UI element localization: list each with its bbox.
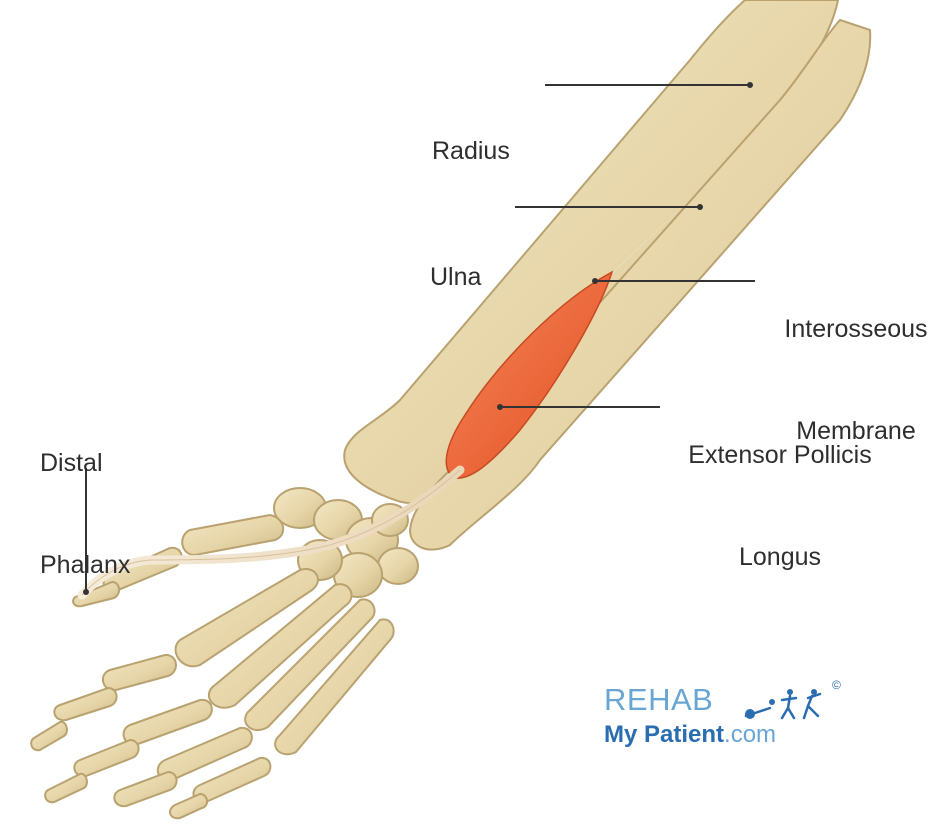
label-distal-phalanx: Distal Phalanx [40,378,130,650]
rehab-my-patient-logo: REHAB © My Patient.com [604,682,854,762]
label-epl-line2: Longus [665,540,895,574]
label-distal-line2: Phalanx [40,548,130,582]
label-epl-line1: Extensor Pollicis [665,438,895,472]
logo-copyright-mark: © [832,678,841,692]
label-radius-text: Radius [432,134,510,168]
exercise-figures-icon [742,688,832,722]
logo-my-patient-text: My Patient.com [604,720,776,750]
label-distal-line1: Distal [40,446,130,480]
label-ulna: Ulna [430,192,481,362]
label-extensor-pollicis-longus: Extensor Pollicis Longus [665,370,895,642]
logo-my-patient-suffix: .com [724,721,776,748]
label-interosseous-line1: Interosseous [766,312,946,346]
label-ulna-text: Ulna [430,260,481,294]
logo-my-patient-main: My Patient [604,721,724,748]
logo-rehab-text: REHAB [604,682,713,718]
